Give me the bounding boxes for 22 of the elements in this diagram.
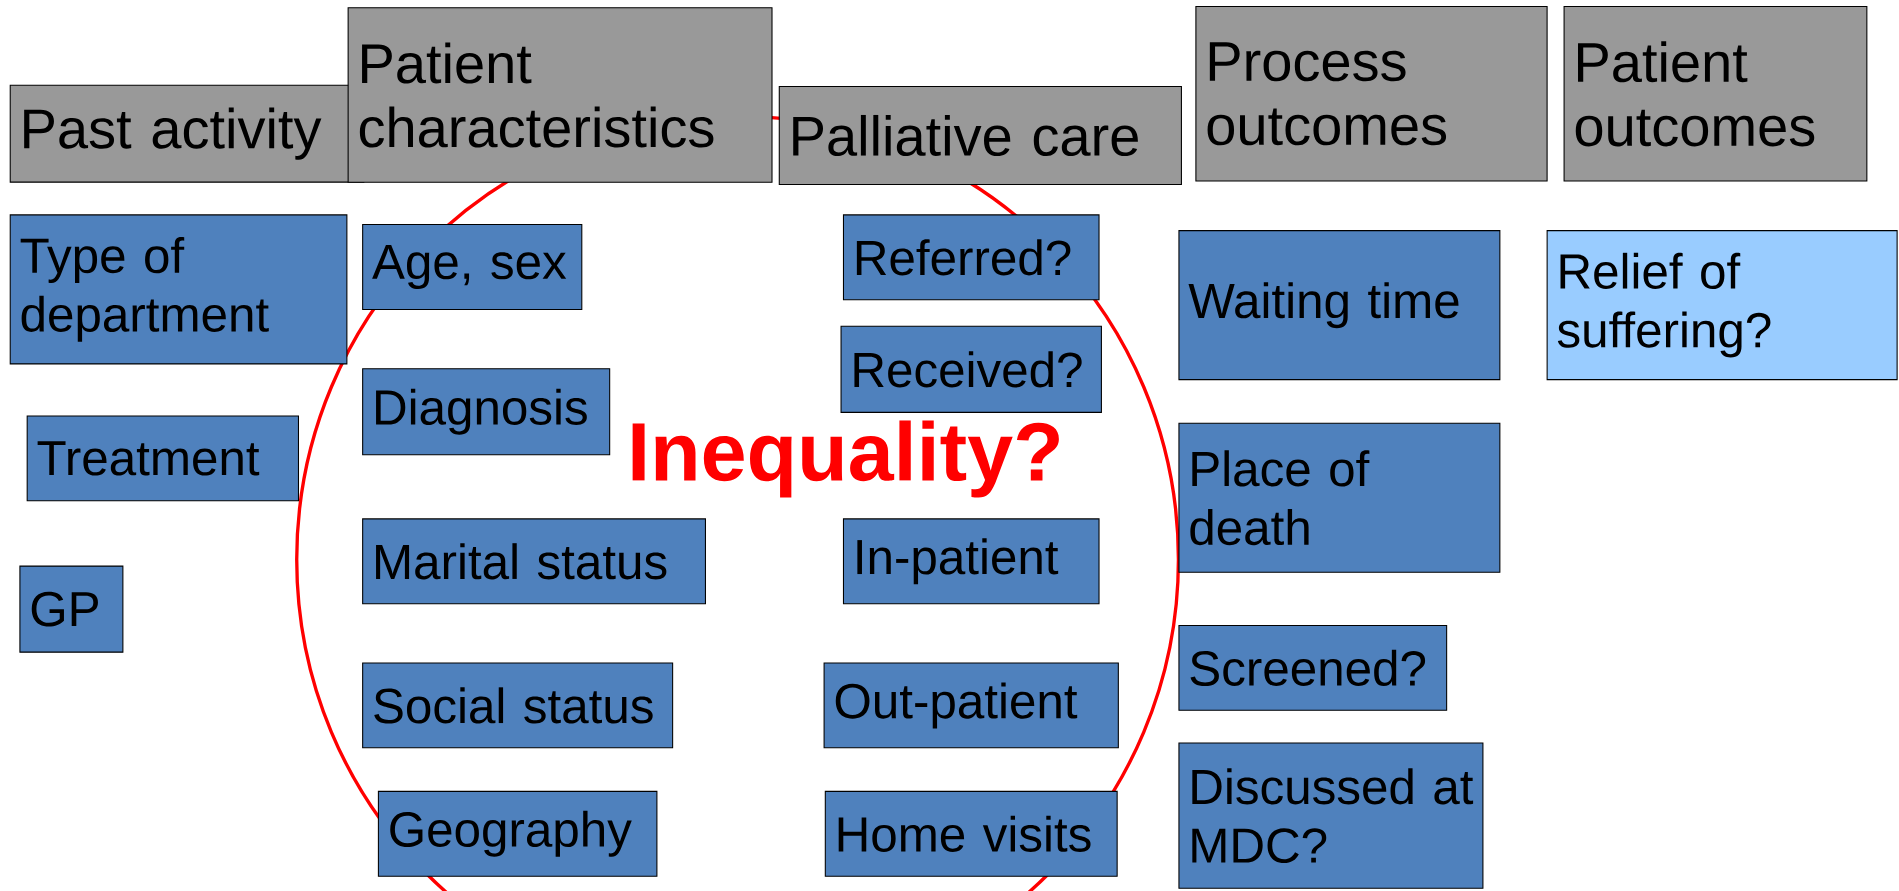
factor-box: Screened?: [1178, 624, 1448, 711]
header-box: Palliative care: [778, 85, 1182, 185]
factor-box: Geography: [377, 790, 658, 877]
factor-box: Age, sex: [362, 223, 583, 310]
factor-box: Treatment: [26, 415, 299, 502]
factor-box: Received?: [840, 325, 1102, 413]
factor-box: Out-patient: [823, 662, 1119, 749]
factor-box: Waiting time: [1178, 229, 1501, 380]
factor-box: Social status: [362, 662, 674, 749]
factor-box: Diagnosis: [362, 368, 611, 456]
factor-box: Discussed at MDC?: [1178, 742, 1484, 889]
outcome-box: Relief of suffering?: [1546, 229, 1898, 380]
factor-box: Referred?: [842, 214, 1100, 301]
factor-box: Marital status: [362, 518, 706, 605]
header-box: Process outcomes: [1195, 5, 1548, 182]
header-box: Patient outcomes: [1563, 5, 1868, 182]
factor-box: In-patient: [842, 518, 1100, 605]
heading-text: Inequality?: [632, 420, 1059, 498]
factor-box: Place of death: [1178, 422, 1501, 573]
factor-box: Home visits: [824, 790, 1118, 877]
factor-box: GP: [19, 565, 124, 653]
factor-box: Type of department: [9, 214, 348, 365]
